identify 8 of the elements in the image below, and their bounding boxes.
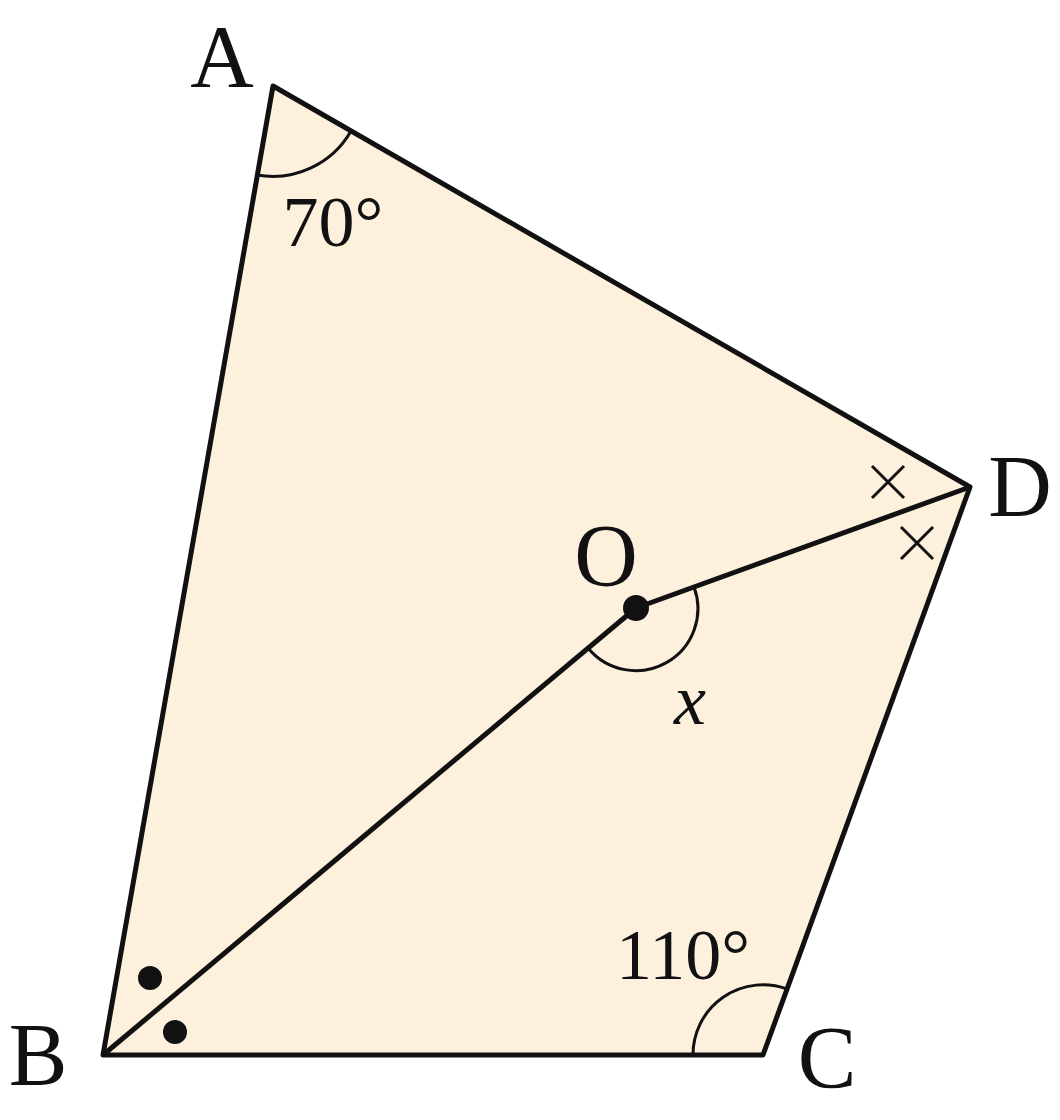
point-label: D (988, 443, 1052, 531)
angle-label: 110° (615, 919, 751, 991)
point-label: B (8, 1011, 68, 1099)
angle-label: x (674, 664, 706, 736)
point-label: O (574, 512, 638, 600)
point-label: C (797, 1014, 857, 1102)
point-label: A (190, 13, 254, 101)
angle-label: 70° (282, 186, 384, 258)
